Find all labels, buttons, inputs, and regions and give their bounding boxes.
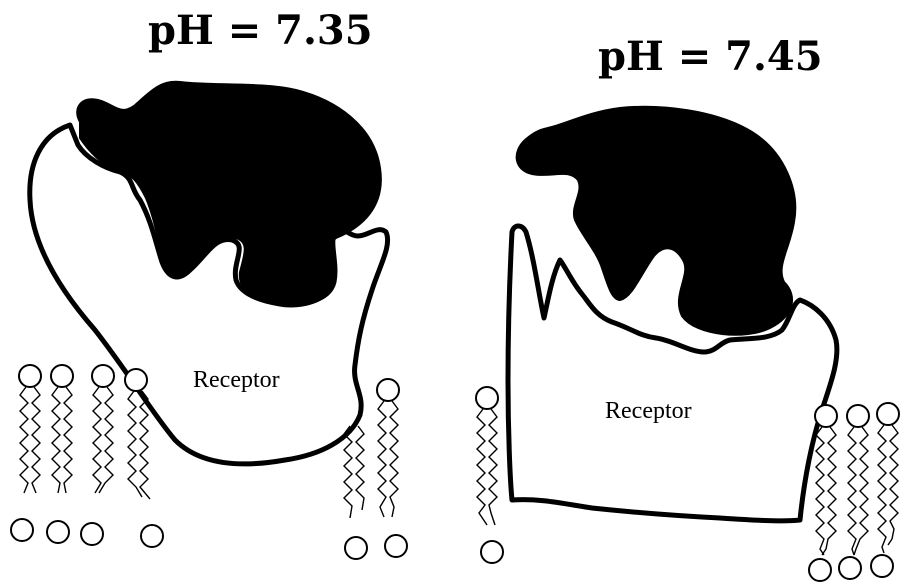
receptor-right: [508, 226, 837, 521]
panel-left: pH = 7.35 Receptor: [11, 7, 407, 559]
lipid-tail: [477, 409, 487, 525]
lipid-head: [871, 555, 893, 577]
lipid-head: [125, 369, 147, 391]
lipid-head: [47, 521, 69, 543]
membrane-right-b: [809, 403, 899, 581]
lipid-tail: [52, 387, 60, 493]
lipid-tail: [20, 387, 28, 493]
lipid-tail: [356, 426, 364, 510]
lipid-head: [81, 523, 103, 545]
lipid-head: [809, 559, 831, 581]
lipid-tail: [32, 387, 40, 493]
lipid-tail: [848, 427, 856, 555]
lipid-head: [481, 541, 503, 563]
lipid-head: [476, 387, 498, 409]
lipid-tail: [888, 425, 898, 545]
lipid-head: [847, 405, 869, 427]
lipid-head: [377, 379, 399, 401]
lipid-head: [19, 365, 41, 387]
lipid-head: [92, 365, 114, 387]
receptor-left-label: Receptor: [193, 367, 280, 393]
panel-right: pH = 7.45 Receptor: [476, 33, 899, 581]
lipid-tail: [64, 387, 72, 493]
lipid-head: [345, 537, 367, 559]
panel-right-title: pH = 7.45: [598, 33, 823, 80]
lipid-head: [51, 365, 73, 387]
lipid-head: [385, 535, 407, 557]
lipid-tail: [816, 427, 824, 555]
lipid-tail: [489, 409, 497, 525]
panel-left-title: pH = 7.35: [148, 7, 373, 54]
membrane-right-a: [476, 387, 503, 563]
lipid-tail: [344, 426, 352, 518]
lipid-tail: [878, 425, 886, 553]
lipid-head: [141, 525, 163, 547]
lipid-tail: [93, 387, 101, 493]
lipid-tail: [390, 401, 398, 517]
lipid-head: [877, 403, 899, 425]
lipid-head: [11, 519, 33, 541]
lipid-head: [839, 557, 861, 579]
lipid-head: [815, 405, 837, 427]
receptor-right-label: Receptor: [605, 398, 692, 424]
lipid-tail: [378, 401, 386, 517]
